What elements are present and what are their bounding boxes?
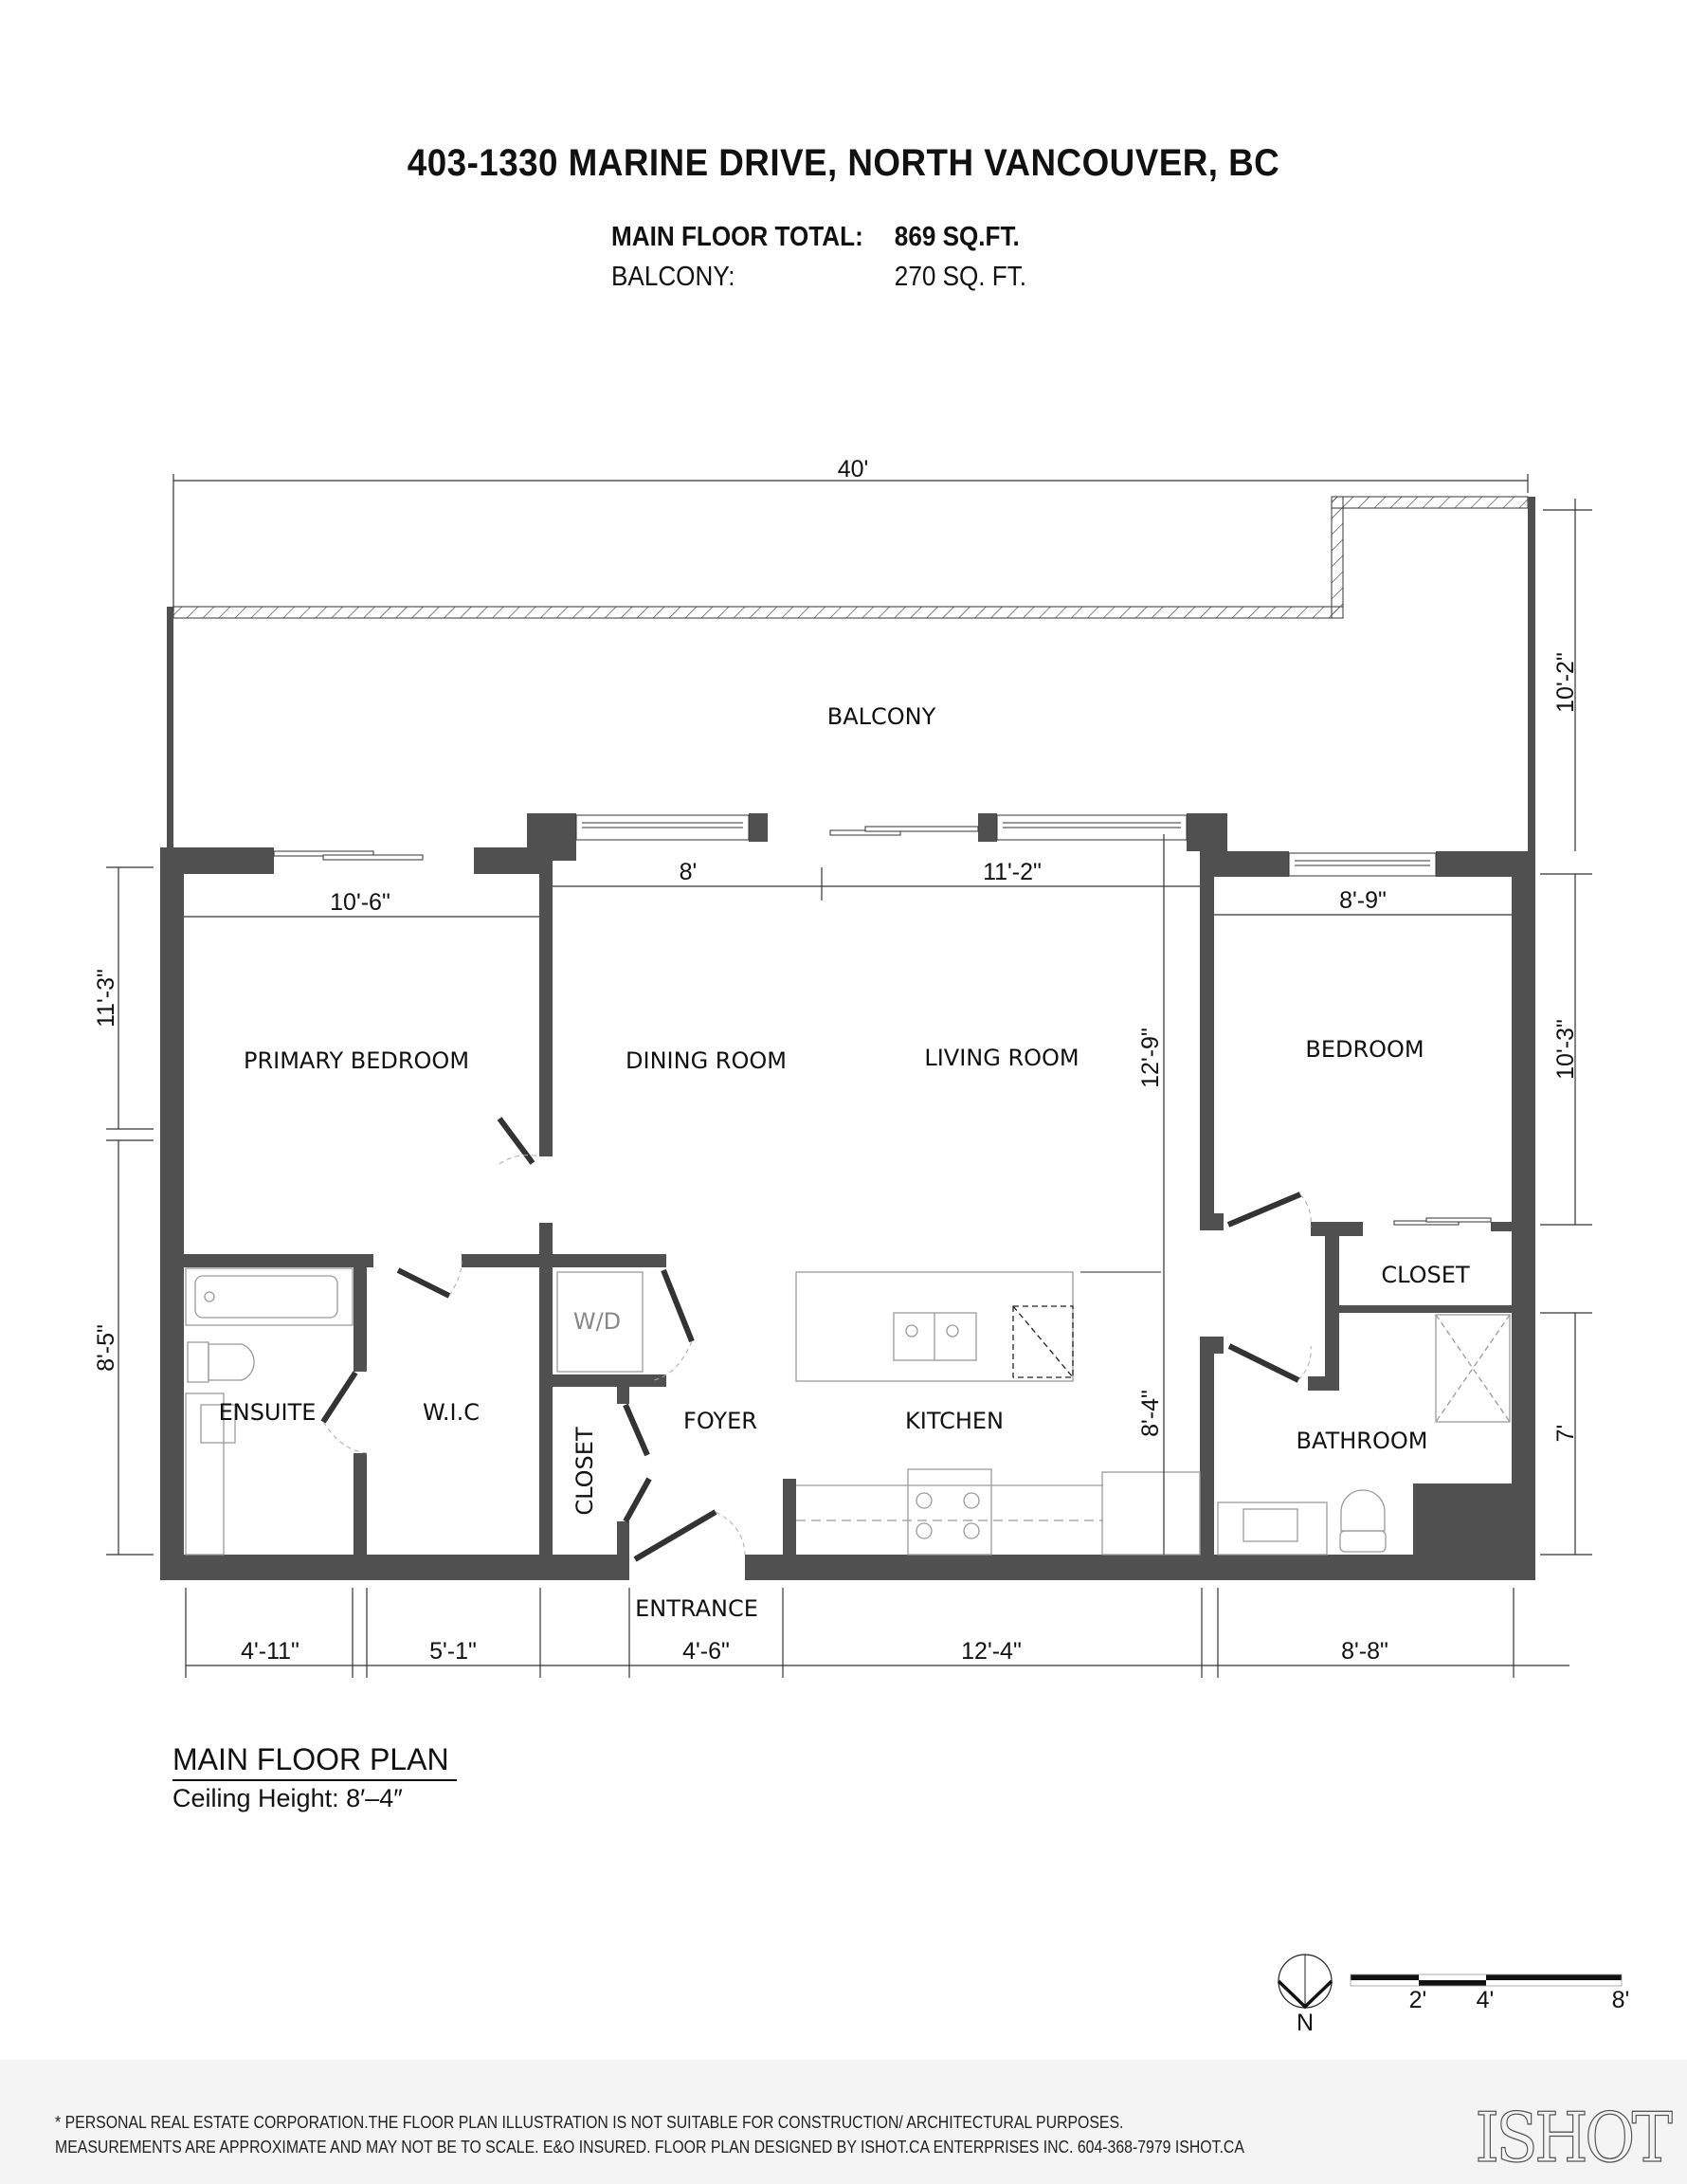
north-label: N: [1297, 2010, 1314, 2036]
main-floor-total-row: MAIN FLOOR TOTAL: 869 SQ.FT.: [611, 222, 1020, 253]
room-label-dining-room: DINING ROOM: [626, 1047, 787, 1074]
door-swing-arcs: [322, 1155, 1312, 1556]
bathtub-icon: [185, 1267, 354, 1326]
room-label-ensuite: ENSUITE: [219, 1399, 317, 1426]
footer-disclaimer: * PERSONAL REAL ESTATE CORPORATION.THE F…: [0, 2060, 1687, 2184]
scale-bar: [1350, 1974, 1623, 1987]
dim-living-width: 11'-2": [983, 859, 1042, 885]
dim-overall-width: 40': [838, 456, 869, 482]
room-label-living-room: LIVING ROOM: [924, 1045, 1079, 1071]
dim-bathroom-depth: 7': [1552, 1425, 1579, 1443]
room-label-wd: W/D: [573, 1308, 621, 1335]
dimension-lines: [106, 474, 1592, 1678]
dim-ensuite-width: 4'-11": [241, 1638, 299, 1665]
scale-tick-2: 2': [1409, 1987, 1427, 2013]
sliding-doors: [273, 826, 1492, 1226]
main-floor-value: 869 SQ.FT.: [894, 222, 1020, 252]
dim-bathroom-width: 8'-8": [1341, 1638, 1388, 1665]
washer-dryer-icon: [556, 1271, 644, 1373]
room-label-bedroom: BEDROOM: [1305, 1036, 1424, 1063]
balcony-railing: [167, 496, 1535, 851]
vanity-icon: [1217, 1502, 1328, 1556]
dim-wic-width: 5'-1": [429, 1638, 477, 1665]
stove-icon: [907, 1468, 992, 1556]
dim-kitchen-depth: 8'-4": [1137, 1390, 1164, 1437]
dim-ensuite-depth: 8'-5": [93, 1324, 119, 1372]
plan-legend-title: MAIN FLOOR PLAN: [172, 1742, 449, 1776]
room-label-foyer-closet: CLOSET: [571, 1427, 598, 1516]
dim-bedroom-width: 8'-9": [1339, 887, 1387, 914]
disclaimer-line-2: MEASUREMENTS ARE APPROXIMATE AND MAY NOT…: [55, 2138, 1244, 2157]
dim-bedroom-depth: 10'-3": [1552, 1019, 1579, 1080]
dishwasher-icon: [1012, 1305, 1074, 1378]
dim-living-depth: 12'-9": [1137, 1028, 1164, 1088]
dim-primary-bedroom-depth: 11'-3": [93, 969, 119, 1028]
room-label-balcony: BALCONY: [827, 703, 936, 730]
dim-primary-bedroom-width: 10'-6": [330, 889, 390, 916]
dim-kitchen-width: 12'-4": [961, 1638, 1022, 1665]
windows: [575, 814, 1437, 877]
balcony-area-label: BALCONY:: [611, 262, 735, 292]
toilet-icon: [187, 1341, 209, 1383]
room-label-foyer: FOYER: [683, 1408, 757, 1434]
scale-tick-8: 8': [1612, 1987, 1630, 2013]
shower-icon: [1435, 1314, 1511, 1423]
room-label-entrance: ENTRANCE: [635, 1595, 758, 1622]
balcony-area-row: BALCONY: 270 SQ. FT.: [611, 262, 1026, 293]
room-label-primary-bedroom: PRIMARY BEDROOM: [244, 1047, 469, 1074]
balcony-area-value: 270 SQ. FT.: [894, 262, 1027, 292]
refrigerator-icon: [1101, 1471, 1201, 1556]
property-address-title: 403-1330 MARINE DRIVE, NORTH VANCOUVER, …: [407, 142, 1280, 184]
sink-icon: [200, 1404, 236, 1444]
room-label-bedroom-closet: CLOSET: [1381, 1262, 1470, 1288]
fixtures: [185, 1267, 1511, 1556]
disclaimer-line-1: * PERSONAL REAL ESTATE CORPORATION.THE F…: [55, 2113, 1124, 2132]
toilet-icon-2: [1340, 1489, 1386, 1532]
room-label-bathroom: BATHROOM: [1297, 1428, 1428, 1454]
legend-divider: [172, 1779, 457, 1781]
dim-dining-width: 8': [680, 859, 698, 885]
ishot-logo: ISHOT: [1475, 2097, 1674, 2177]
main-floor-label: MAIN FLOOR TOTAL:: [611, 222, 863, 252]
scale-tick-4: 4': [1477, 1987, 1495, 2013]
dim-foyer-width: 4'-6": [682, 1638, 730, 1665]
swing-doors: [320, 1117, 1302, 1562]
north-arrow-icon: [1277, 1954, 1333, 2010]
room-label-kitchen: KITCHEN: [905, 1408, 1004, 1434]
dim-balcony-depth: 10'-2": [1552, 652, 1579, 713]
ceiling-height: Ceiling Height: 8′–4″: [172, 1784, 403, 1812]
room-label-wic: W.I.C: [423, 1399, 480, 1426]
walls: [160, 813, 1535, 1580]
